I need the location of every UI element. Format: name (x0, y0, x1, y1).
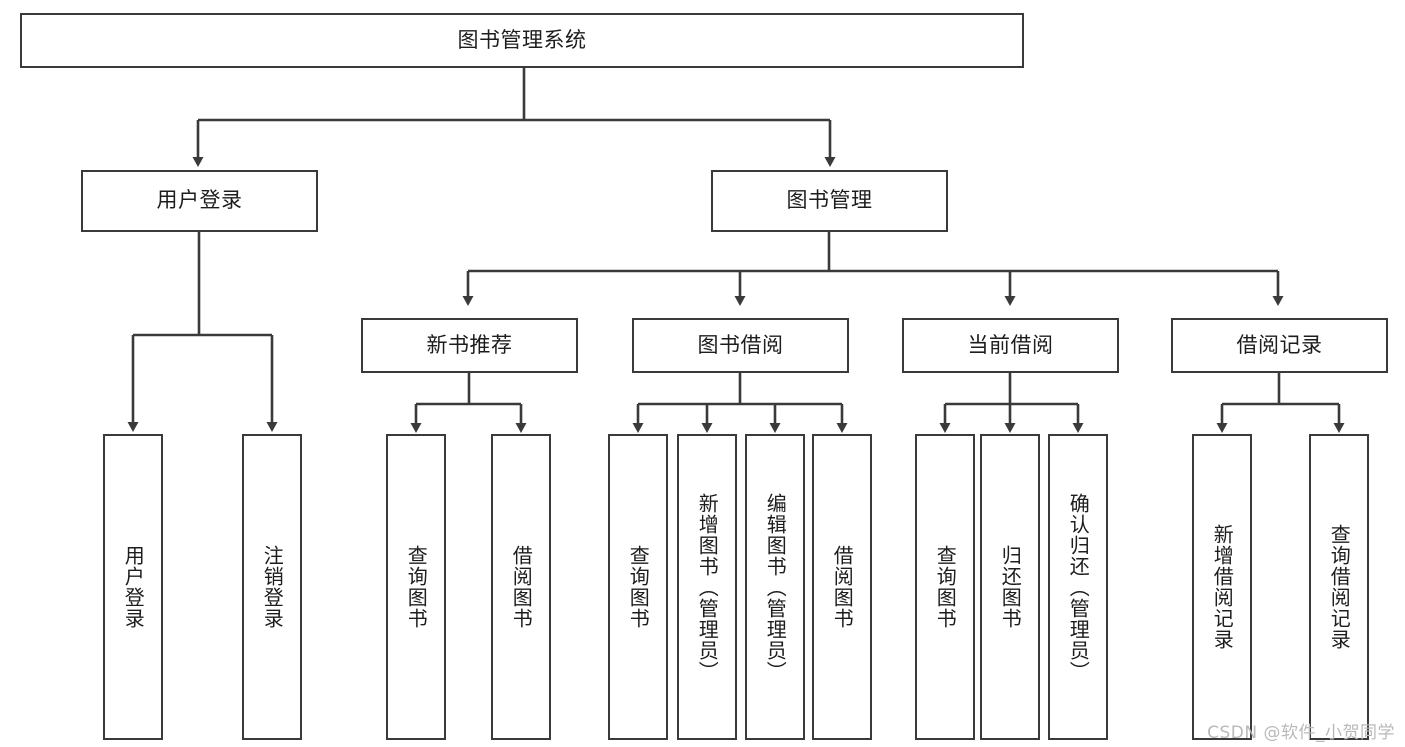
leaf-current-borrow-3[interactable]: 确认归还（管理员） (1048, 434, 1108, 740)
node-borrow-record[interactable]: 借阅记录 (1171, 318, 1388, 373)
leaf-book-borrow-2[interactable]: 新增图书（管理员） (677, 434, 737, 740)
leaf-user-login-1[interactable]: 用户登录 (103, 434, 163, 740)
leaf-borrow-record-2-label: 查询借阅记录 (1327, 524, 1352, 650)
leaf-book-borrow-4[interactable]: 借阅图书 (812, 434, 872, 740)
node-root-label: 图书管理系统 (457, 27, 587, 52)
node-book-manage[interactable]: 图书管理 (711, 170, 948, 232)
leaf-book-borrow-2-label: 新增图书（管理员） (695, 492, 720, 682)
node-user-login[interactable]: 用户登录 (81, 170, 318, 232)
node-root[interactable]: 图书管理系统 (20, 13, 1024, 68)
leaf-user-login-1-label: 用户登录 (121, 545, 146, 629)
leaf-new-book-2[interactable]: 借阅图书 (491, 434, 551, 740)
node-book-borrow[interactable]: 图书借阅 (632, 318, 849, 373)
node-borrow-record-label: 借阅记录 (1236, 332, 1323, 357)
leaf-current-borrow-2-label: 归还图书 (998, 545, 1023, 629)
leaf-borrow-record-1[interactable]: 新增借阅记录 (1192, 434, 1252, 740)
node-current-borrow[interactable]: 当前借阅 (902, 318, 1119, 373)
leaf-current-borrow-3-label: 确认归还（管理员） (1066, 492, 1091, 682)
leaf-current-borrow-1-label: 查询图书 (933, 545, 958, 629)
node-new-book-recommend[interactable]: 新书推荐 (361, 318, 578, 373)
leaf-borrow-record-2[interactable]: 查询借阅记录 (1309, 434, 1369, 740)
leaf-user-login-2-label: 注销登录 (260, 545, 285, 629)
node-new-book-recommend-label: 新书推荐 (426, 332, 513, 357)
node-book-manage-label: 图书管理 (786, 188, 873, 213)
leaf-book-borrow-4-label: 借阅图书 (830, 545, 855, 629)
leaf-new-book-2-label: 借阅图书 (509, 545, 534, 629)
leaf-new-book-1[interactable]: 查询图书 (386, 434, 446, 740)
node-book-borrow-label: 图书借阅 (697, 332, 784, 357)
leaf-borrow-record-1-label: 新增借阅记录 (1210, 524, 1235, 650)
leaf-current-borrow-2[interactable]: 归还图书 (980, 434, 1040, 740)
leaf-new-book-1-label: 查询图书 (404, 545, 429, 629)
leaf-book-borrow-1-label: 查询图书 (626, 545, 651, 629)
leaf-book-borrow-1[interactable]: 查询图书 (608, 434, 668, 740)
node-current-borrow-label: 当前借阅 (967, 332, 1054, 357)
leaf-current-borrow-1[interactable]: 查询图书 (915, 434, 975, 740)
leaf-user-login-2[interactable]: 注销登录 (242, 434, 302, 740)
leaf-book-borrow-3-label: 编辑图书（管理员） (763, 492, 788, 682)
leaf-book-borrow-3[interactable]: 编辑图书（管理员） (745, 434, 805, 740)
watermark: CSDN @软件_小贺同学 (1207, 723, 1395, 743)
node-user-login-label: 用户登录 (156, 188, 243, 213)
